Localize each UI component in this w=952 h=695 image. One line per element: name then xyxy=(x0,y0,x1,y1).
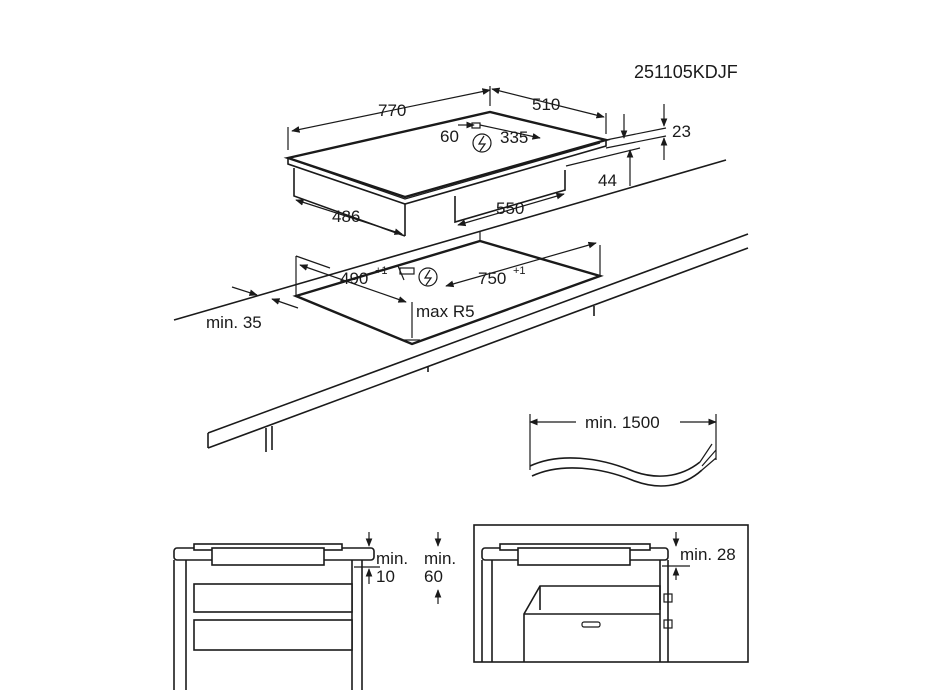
dim-cutout-depth-tol: +1 xyxy=(375,265,388,277)
dim-unit-height: 44 xyxy=(598,171,617,190)
cable-drawing: min. 1500 xyxy=(529,413,717,487)
power-connection-icon xyxy=(472,133,492,153)
section-drawer-unit: min. 10 min. 60 xyxy=(173,532,456,690)
dim-hob-width: 770 xyxy=(378,101,406,120)
drawer-depth-value: 60 xyxy=(424,567,443,586)
document-code: 251105KDJF xyxy=(634,62,738,82)
drawer-gap-label: min. xyxy=(376,549,408,568)
dim-hob-depth: 510 xyxy=(532,95,560,114)
drawer-depth-label: min. xyxy=(424,549,456,568)
dim-hob-thickness: 23 xyxy=(672,122,691,141)
worktop-drawing: 490 +1 750 +1 max R5 min. 35 xyxy=(173,159,749,452)
edge-distance-label: min. 35 xyxy=(206,313,262,332)
section-oven-unit: min. 28 xyxy=(473,524,749,663)
hob-drawing: 770 510 60 335 23 44 486 550 xyxy=(283,86,691,237)
dim-conn-right: 335 xyxy=(500,128,528,147)
drawer-gap-value: 10 xyxy=(376,567,395,586)
dim-cutout-width: 750 xyxy=(478,269,506,288)
dim-body-depth: 486 xyxy=(332,207,360,226)
corner-radius-label: max R5 xyxy=(416,302,475,321)
cable-min-length: min. 1500 xyxy=(585,413,660,432)
cutout-power-icon xyxy=(418,267,438,287)
dim-conn-left: 60 xyxy=(440,127,459,146)
oven-section-frame xyxy=(473,524,749,663)
dim-body-width: 550 xyxy=(496,199,524,218)
dim-cutout-width-tol: +1 xyxy=(513,265,526,277)
dim-cutout-depth: 490 xyxy=(340,269,368,288)
oven-gap-label: min. 28 xyxy=(680,545,736,564)
